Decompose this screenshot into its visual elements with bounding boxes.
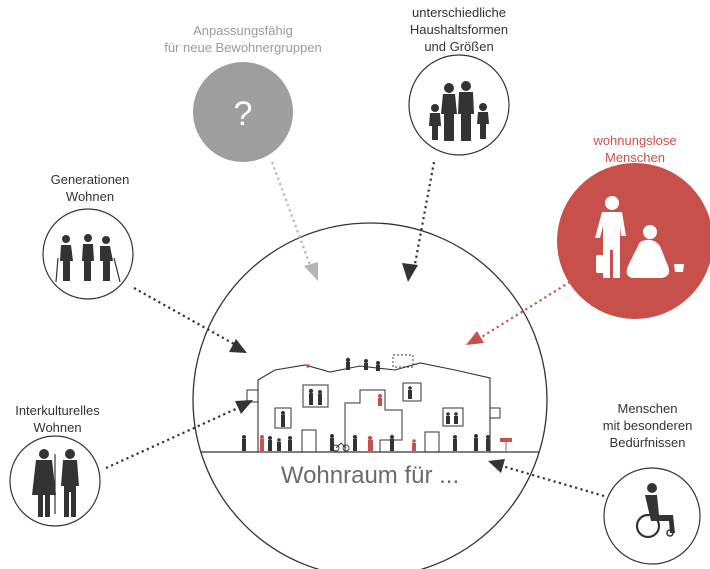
connector-adaptable (270, 161, 318, 281)
label-generations: Generationen Wohnen (50, 172, 130, 204)
connector-generations (133, 287, 247, 353)
family-icon (429, 81, 489, 141)
housing-building-icon (193, 354, 547, 453)
main-circle (192, 222, 548, 569)
question-icon: ? (234, 95, 253, 133)
wheelchair-user-icon (635, 483, 675, 539)
adaptable-circle (193, 62, 293, 162)
intercultural-couple-icon (32, 449, 79, 517)
homeless-circle (557, 163, 710, 319)
connector-homeless (466, 281, 571, 345)
connector-households (402, 161, 436, 282)
center-text: Wohnraum für ... (280, 462, 460, 489)
connector-intercultural (105, 400, 253, 470)
label-homeless: wohnungslose Menschen (593, 133, 677, 165)
elderly-people-icon (55, 234, 121, 283)
label-households: unterschiedliche Haushaltsformen und Grö… (409, 5, 509, 54)
homeless-people-icon (595, 196, 684, 278)
connector-special-needs (488, 459, 605, 498)
label-intercultural: Interkulturelles Wohnen (15, 403, 100, 435)
label-special-needs: Menschen mit besonderen Bedürfnissen (602, 401, 693, 450)
label-adaptable: Anpassungsfähig für neue Bewohnergruppen (164, 23, 322, 55)
